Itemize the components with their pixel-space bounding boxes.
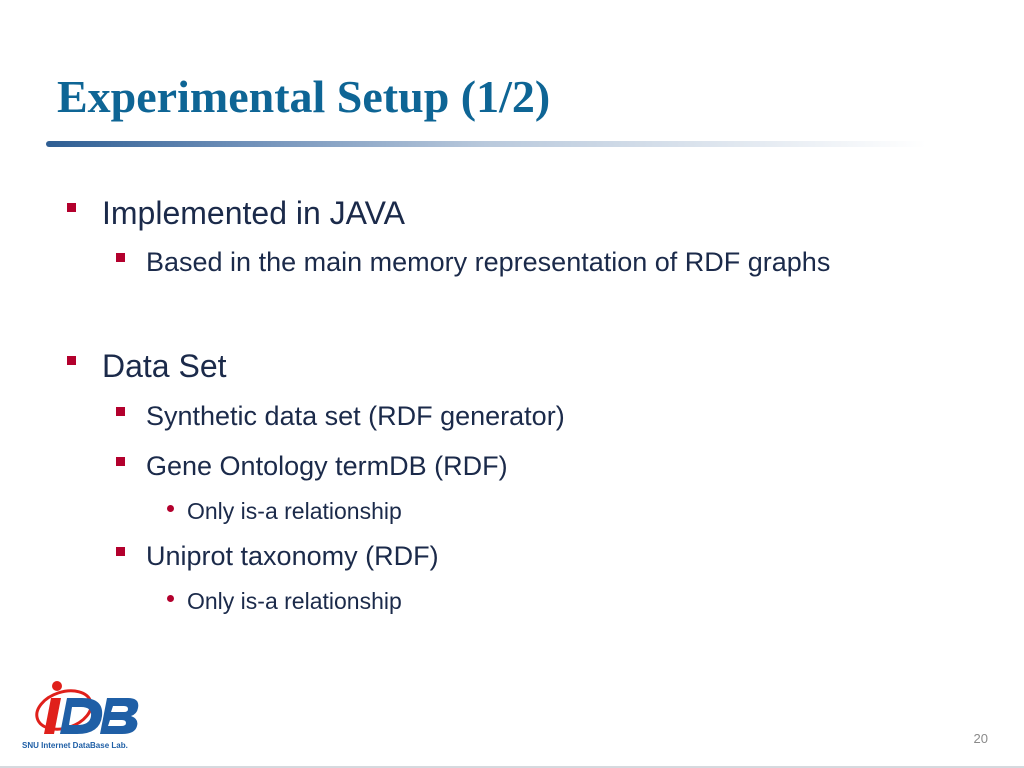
square-bullet-icon	[116, 457, 125, 466]
page-number: 20	[973, 731, 988, 746]
logo-dot	[52, 681, 62, 691]
bullet-main-memory-representation: Based in the main memory representation …	[116, 247, 830, 278]
bullet-text: Only is-a relationship	[187, 498, 402, 524]
bullet-text: Implemented in JAVA	[102, 195, 405, 231]
title-divider	[46, 141, 926, 147]
logo-d-letter	[60, 698, 103, 734]
logo-caption: SNU Internet DataBase Lab.	[22, 741, 128, 750]
bullet-synthetic-data-set: Synthetic data set (RDF generator)	[116, 401, 565, 432]
bullet-implemented-in-java: Implemented in JAVA	[67, 195, 405, 232]
logo-i-stem	[44, 698, 61, 734]
bullet-gene-ontology: Gene Ontology termDB (RDF)	[116, 451, 508, 482]
bullet-gene-ontology-is-a: Only is-a relationship	[167, 498, 402, 525]
bottom-divider	[0, 766, 1024, 768]
slide-title: Experimental Setup (1/2)	[57, 71, 551, 122]
bullet-text: Only is-a relationship	[187, 588, 402, 614]
square-bullet-icon	[116, 253, 125, 262]
bullet-uniprot-is-a: Only is-a relationship	[167, 588, 402, 615]
square-bullet-icon	[67, 356, 76, 365]
square-bullet-icon	[67, 203, 76, 212]
bullet-text: Based in the main memory representation …	[146, 247, 831, 277]
bullet-text: Gene Ontology termDB (RDF)	[146, 451, 508, 481]
square-bullet-icon	[116, 547, 125, 556]
logo-b-letter	[100, 698, 139, 734]
idb-logo-icon	[35, 681, 139, 734]
bullet-uniprot-taxonomy: Uniprot taxonomy (RDF)	[116, 541, 439, 572]
bullet-text: Uniprot taxonomy (RDF)	[146, 541, 439, 571]
dot-bullet-icon	[167, 595, 174, 602]
dot-bullet-icon	[167, 505, 174, 512]
bullet-text: Synthetic data set (RDF generator)	[146, 401, 565, 431]
square-bullet-icon	[116, 407, 125, 416]
bullet-text: Data Set	[102, 348, 227, 384]
bullet-data-set: Data Set	[67, 348, 227, 385]
